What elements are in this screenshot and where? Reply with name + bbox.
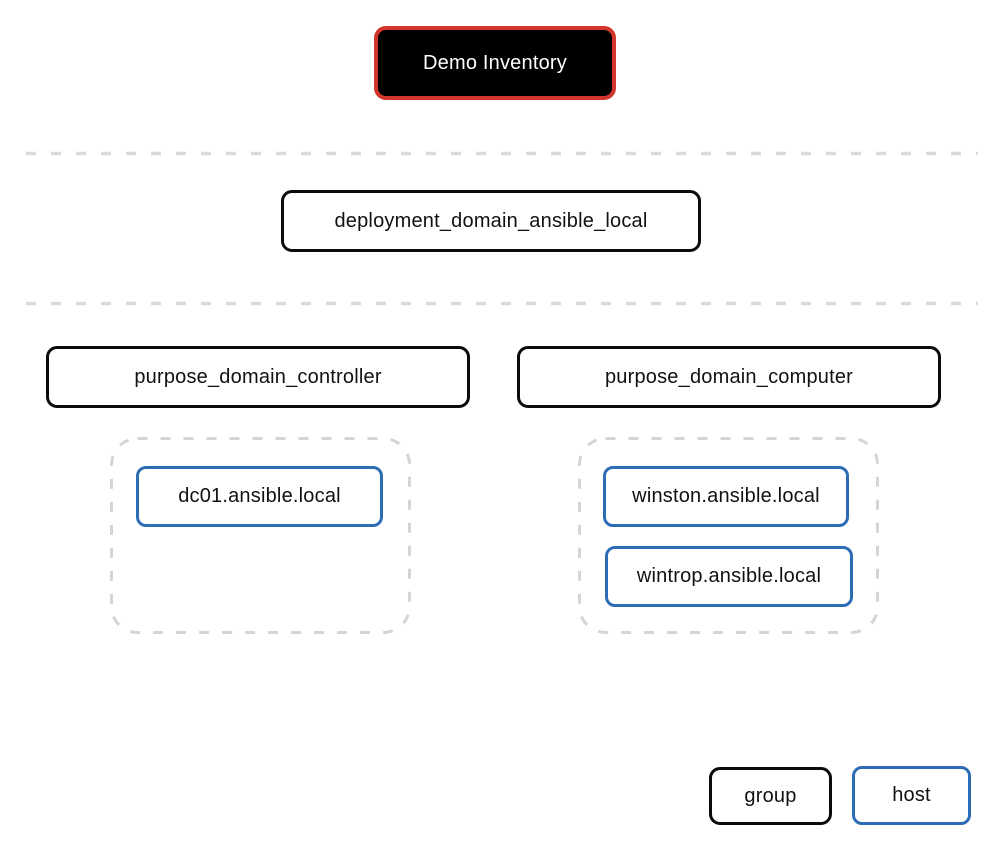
host-node-label: wintrop.ansible.local (636, 565, 822, 587)
legend-group-label: group (744, 784, 797, 807)
tier-separator (24, 293, 980, 306)
group-node-label: purpose_domain_controller (134, 365, 382, 388)
legend-host-label: host (892, 784, 931, 806)
host-node-label: dc01.ansible.local (178, 485, 341, 507)
dashed-cluster-outline (110, 437, 411, 634)
host-node-winston-ansible-local: winston.ansible.local (603, 466, 849, 527)
host-cluster-computer (578, 437, 879, 634)
dashed-line (26, 301, 978, 306)
host-cluster-controller (110, 437, 411, 634)
group-node-purpose-domain-computer: purpose_domain_computer (517, 346, 941, 408)
host-node-dc01-ansible-local: dc01.ansible.local (136, 466, 383, 527)
legend-host-swatch: host (852, 766, 971, 825)
group-node-label: purpose_domain_computer (604, 365, 854, 388)
inventory-node-demo-inventory: Demo Inventory (374, 26, 616, 100)
dashed-cluster-outline (578, 437, 879, 634)
tier-separator (24, 143, 980, 156)
group-node-purpose-domain-controller: purpose_domain_controller (46, 346, 470, 408)
inventory-node-label: Demo Inventory (423, 51, 567, 74)
host-node-label: winston.ansible.local (632, 485, 820, 507)
group-node-deployment-domain-ansible-local: deployment_domain_ansible_local (281, 190, 701, 252)
host-node-wintrop-ansible-local: wintrop.ansible.local (605, 546, 853, 607)
legend-group-swatch: group (709, 767, 832, 825)
dashed-line (26, 151, 978, 156)
group-node-label: deployment_domain_ansible_local (334, 209, 648, 232)
